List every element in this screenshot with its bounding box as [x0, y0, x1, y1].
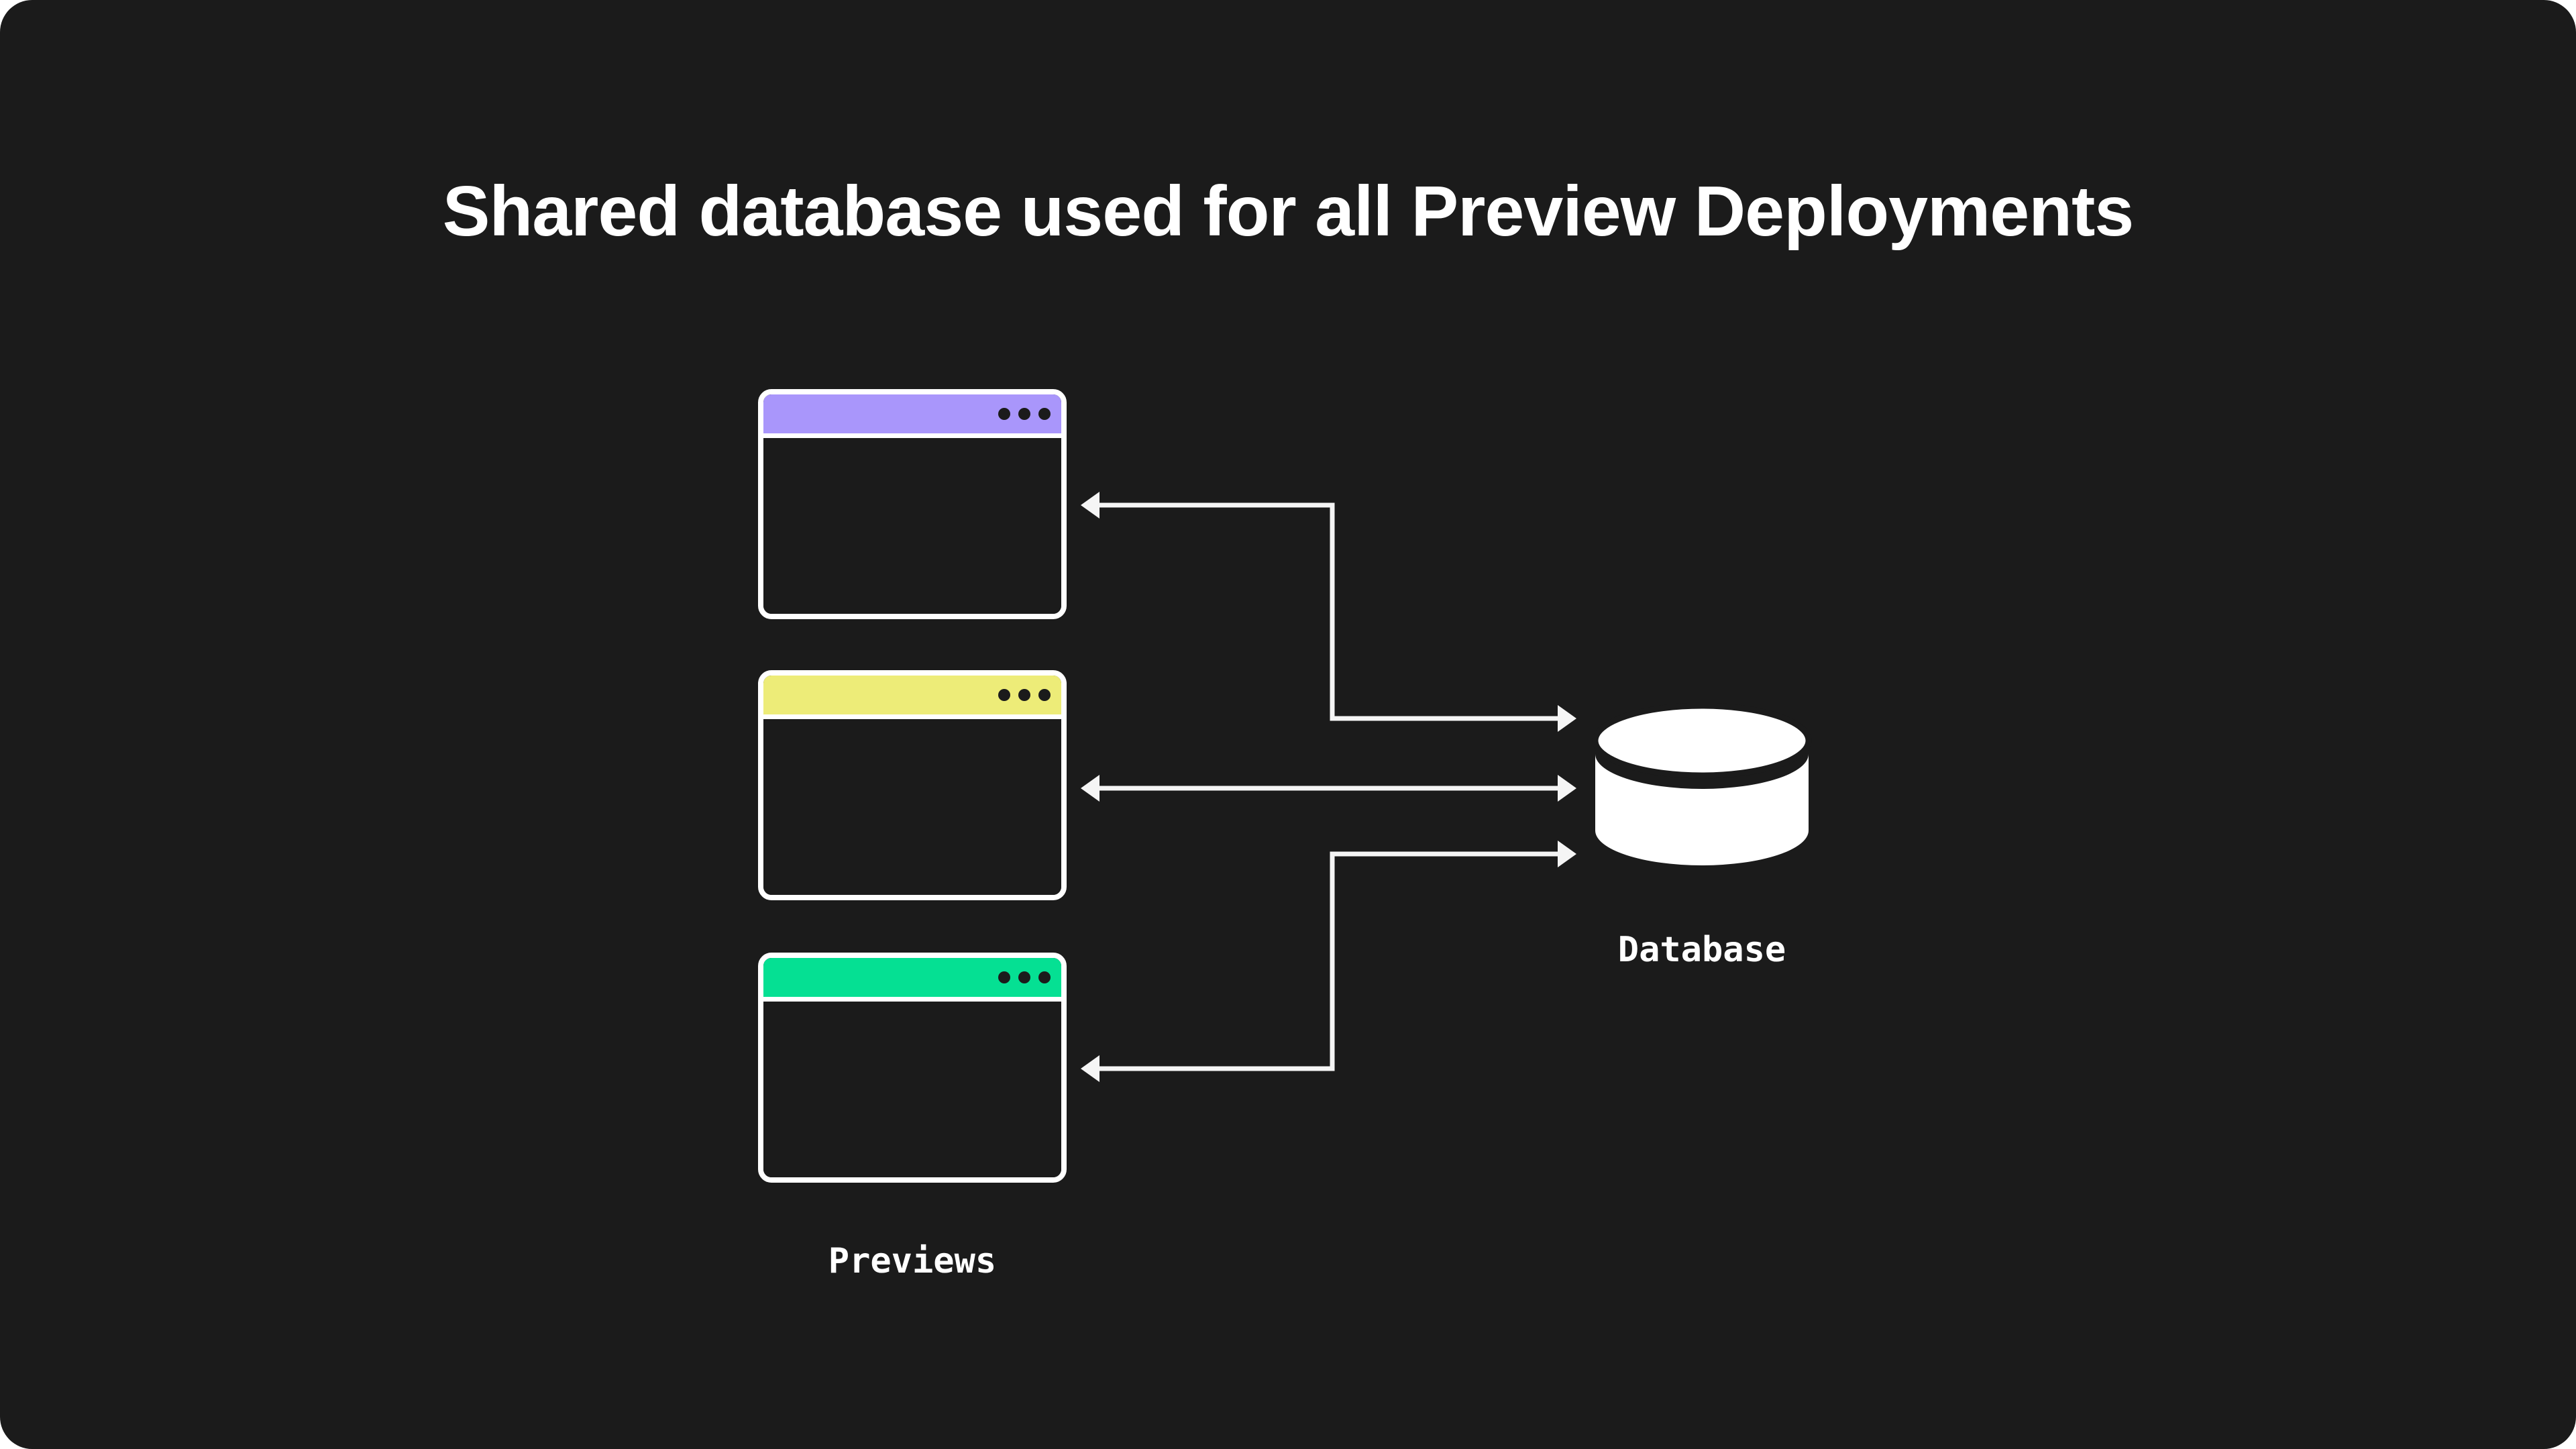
window-dot-icon — [998, 408, 1010, 420]
arrowhead-right-icon — [1558, 705, 1576, 732]
arrowhead-left-icon — [1081, 492, 1099, 519]
preview-window-3-body — [763, 1002, 1061, 1177]
arrow-preview1-database — [1098, 502, 1559, 721]
arrowhead-right-icon — [1558, 775, 1576, 802]
window-dot-icon — [1018, 689, 1030, 701]
preview-window-1 — [758, 389, 1067, 619]
database-body — [1595, 754, 1809, 865]
preview-window-3 — [758, 953, 1067, 1183]
window-dot-icon — [1038, 408, 1051, 420]
preview-window-2-body — [763, 719, 1061, 895]
window-dot-icon — [998, 971, 1010, 983]
database-icon — [1592, 703, 1812, 865]
database-label: Database — [1617, 930, 1786, 970]
arrowhead-left-icon — [1081, 1055, 1099, 1082]
window-dot-icon — [1018, 971, 1030, 983]
preview-window-3-titlebar — [763, 958, 1061, 1002]
preview-window-1-body — [763, 438, 1061, 614]
arrowhead-right-icon — [1558, 841, 1576, 867]
window-dot-icon — [998, 689, 1010, 701]
database-lid — [1592, 703, 1812, 779]
preview-window-1-titlebar — [763, 394, 1061, 438]
window-dot-icon — [1018, 408, 1030, 420]
arrowhead-left-icon — [1081, 775, 1099, 802]
arrow-preview3-database — [1098, 851, 1559, 1071]
preview-window-2-titlebar — [763, 676, 1061, 719]
window-dot-icon — [1038, 971, 1051, 983]
diagram-title: Shared database used for all Preview Dep… — [442, 172, 2134, 251]
preview-window-2 — [758, 670, 1067, 900]
previews-label: Previews — [828, 1241, 997, 1281]
window-dot-icon — [1038, 689, 1051, 701]
